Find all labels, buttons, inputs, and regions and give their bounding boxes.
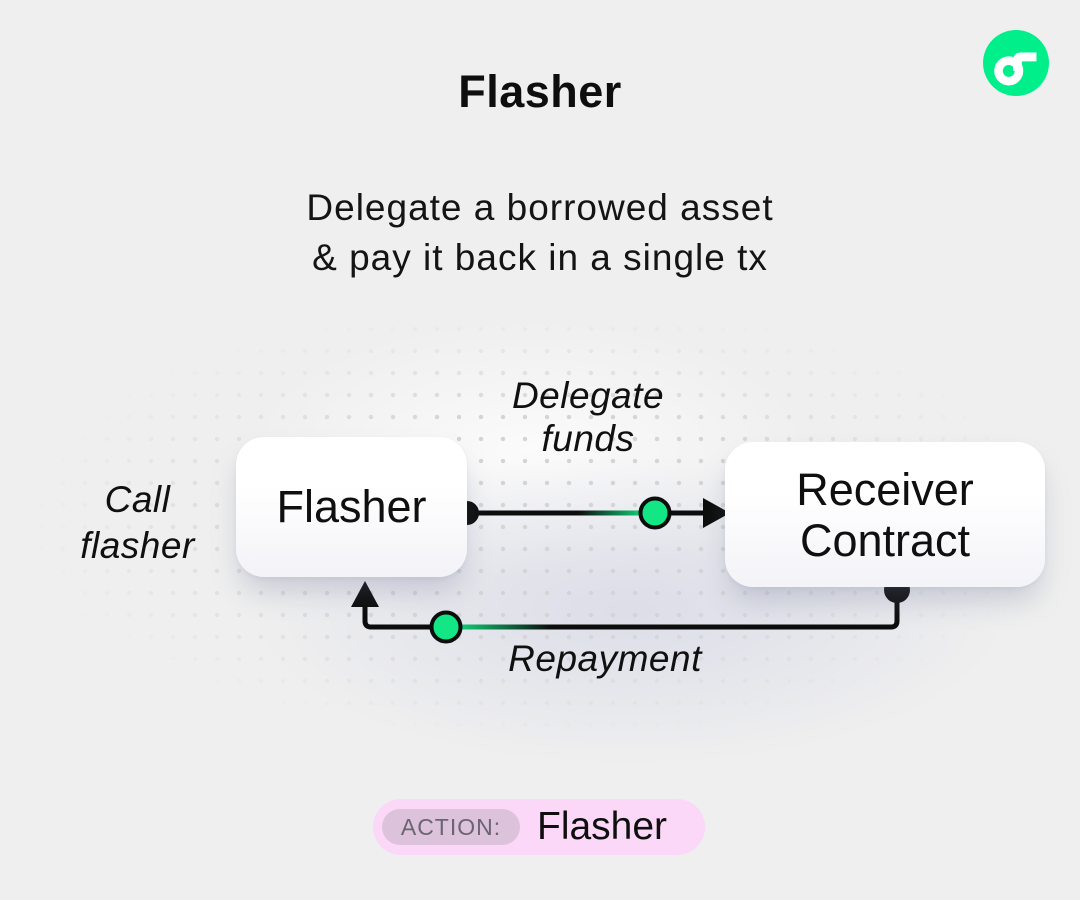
node-flasher-label: Flasher [276, 481, 427, 532]
flow-logo-flag [1013, 52, 1037, 71]
node-receiver-label: Receiver Contract [796, 464, 974, 566]
delegate-funds-label-line-1: Delegate [511, 375, 665, 416]
page-subtitle: Delegate a borrowed asset & pay it back … [0, 183, 1080, 283]
subtitle-line-2: & pay it back in a single tx [312, 237, 768, 278]
call-flasher-label-line-2: flasher [80, 525, 195, 566]
node-flasher: Flasher [236, 437, 467, 577]
delegate-funds-label-line-2: funds [541, 418, 635, 459]
delegate-funds-label: Delegate funds [463, 374, 713, 460]
node-receiver-contract: Receiver Contract [725, 442, 1045, 587]
node-receiver-label-line-2: Contract [799, 514, 971, 566]
action-badge-value: Flasher [537, 805, 668, 848]
action-badge: ACTION: Flasher [373, 799, 705, 855]
subtitle-line-1: Delegate a borrowed asset [306, 187, 774, 228]
action-badge-key-pill: ACTION: [382, 809, 520, 845]
page-title: Flasher [458, 66, 622, 117]
call-flasher-label: Call flasher [35, 477, 240, 569]
flow-logo-icon [983, 30, 1049, 96]
call-flasher-label-line-1: Call [104, 479, 171, 520]
repayment-label: Repayment [508, 638, 702, 679]
node-receiver-label-line-1: Receiver [796, 463, 974, 515]
